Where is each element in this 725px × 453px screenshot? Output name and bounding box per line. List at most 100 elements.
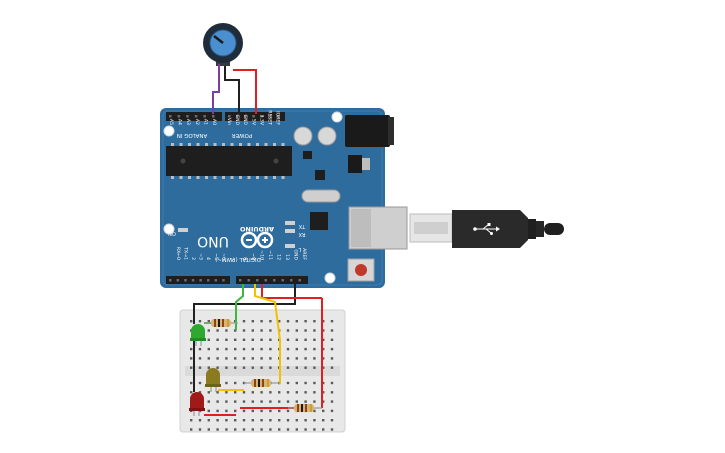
breadboard-hole	[234, 338, 237, 341]
breadboard-hole	[286, 347, 290, 351]
pin-label: A2	[194, 119, 200, 125]
chip-leg	[188, 143, 191, 146]
chip-leg	[179, 143, 183, 146]
breadboard-hole	[251, 329, 254, 332]
breadboard-hole	[313, 366, 316, 369]
breadboard-hole	[225, 357, 228, 360]
chip-leg	[222, 143, 225, 146]
breadboard-hole	[190, 320, 193, 323]
resistor-3[interactable]	[288, 404, 322, 412]
pin-label: A0	[211, 119, 217, 125]
breadboard[interactable]	[179, 309, 346, 433]
breadboard-hole	[225, 400, 228, 403]
usb-cable[interactable]	[409, 210, 564, 248]
breadboard-hole	[322, 381, 325, 385]
header-pin	[228, 115, 231, 118]
breadboard-hole	[269, 400, 272, 403]
breadboard-hole	[330, 357, 334, 360]
breadboard-hole	[322, 400, 325, 403]
breadboard-hole	[269, 409, 272, 413]
breadboard-hole	[313, 320, 316, 323]
breadboard-hole	[295, 329, 298, 332]
breadboard-hole	[242, 419, 246, 422]
breadboard-hole	[278, 320, 281, 323]
breadboard-hole	[304, 381, 307, 385]
breadboard-hole	[207, 419, 210, 422]
digital-label: DIGITAL (PWM~)	[215, 256, 261, 262]
led-red[interactable]	[189, 392, 205, 416]
pin-label: A4	[177, 119, 183, 125]
on-led	[178, 228, 188, 232]
header-pin	[260, 115, 263, 118]
wire-black-gnd	[224, 66, 240, 114]
mount-hole	[324, 272, 336, 284]
breadboard-hole	[304, 320, 307, 323]
breadboard-hole	[260, 357, 263, 360]
breadboard-hole	[286, 409, 290, 413]
potentiometer[interactable]	[203, 23, 243, 66]
led-green[interactable]	[190, 324, 206, 346]
digital-header-left	[166, 276, 230, 284]
breadboard-hole	[322, 347, 325, 351]
breadboard-hole	[190, 347, 193, 351]
digital-header-right	[236, 276, 308, 284]
breadboard-hole	[295, 381, 298, 385]
header-pin	[281, 279, 284, 282]
breadboard-hole	[190, 428, 193, 431]
breadboard-hole	[313, 409, 316, 413]
breadboard-hole	[278, 419, 281, 422]
chip-leg	[256, 143, 259, 146]
reset-button-cap[interactable]	[355, 264, 367, 276]
pin-label: A1	[202, 119, 208, 125]
breadboard-hole	[304, 419, 307, 422]
pin-label: IOREF	[275, 111, 281, 125]
pin-label: RESET	[267, 110, 273, 125]
breadboard-hole	[269, 329, 272, 332]
chip-leg	[171, 176, 174, 179]
breadboard-hole	[190, 391, 193, 394]
pin-label: 2	[190, 257, 196, 260]
resistor-2[interactable]	[244, 379, 280, 387]
rx-label: RX	[298, 231, 305, 237]
breadboard-hole	[216, 347, 219, 351]
pin-label: ~11	[267, 250, 273, 260]
breadboard-hole	[207, 428, 210, 431]
header-pin	[184, 279, 187, 282]
usb-chip	[310, 212, 328, 230]
chip-leg	[205, 176, 208, 179]
breadboard-hole	[330, 366, 334, 369]
breadboard-hole	[234, 409, 237, 413]
breadboard-hole	[322, 409, 325, 413]
breadboard-hole	[313, 428, 316, 431]
breadboard-hole	[251, 347, 254, 351]
breadboard-hole	[225, 329, 228, 332]
on-label: ON	[168, 230, 176, 236]
usb-plug-slot	[414, 222, 448, 234]
chip-leg	[205, 143, 208, 146]
chip-leg	[264, 143, 268, 146]
breadboard-hole	[286, 320, 290, 323]
pin-label: GND	[242, 114, 248, 125]
resistor-1[interactable]	[204, 319, 238, 327]
pin-label: 8	[242, 257, 248, 260]
breadboard-hole	[260, 320, 263, 323]
breadboard-hole	[216, 419, 219, 422]
breadboard-hole	[207, 338, 210, 341]
pin-label: 3.3V	[258, 115, 264, 126]
chip-leg	[188, 176, 191, 179]
usb-strain-relief	[536, 221, 544, 237]
header-pin	[290, 279, 293, 282]
header-pin	[268, 115, 271, 118]
l-led	[285, 244, 295, 248]
header-pin	[176, 279, 180, 282]
breadboard-hole	[260, 419, 263, 422]
led-yellow[interactable]	[205, 368, 221, 392]
breadboard-hole	[234, 381, 237, 385]
breadboard-hole	[216, 428, 219, 431]
breadboard-hole	[260, 391, 263, 394]
breadboard-hole	[198, 391, 202, 394]
tx-label: TX	[298, 223, 306, 229]
chip-leg	[196, 143, 200, 146]
